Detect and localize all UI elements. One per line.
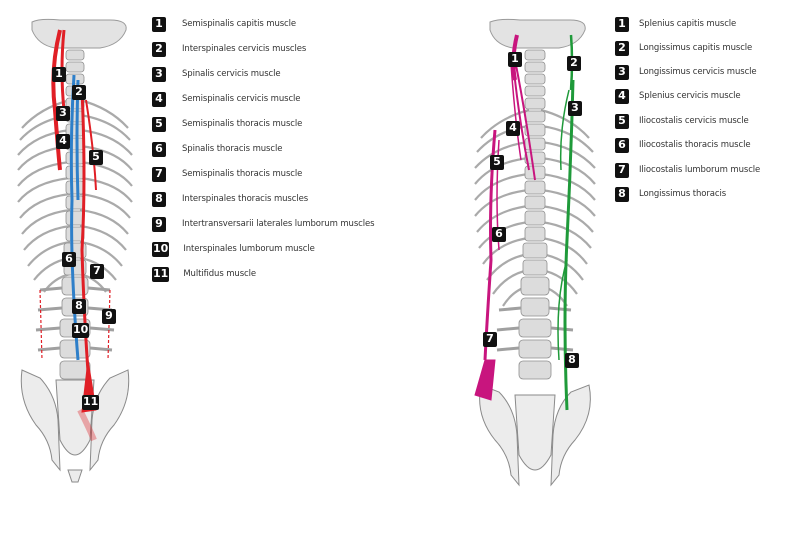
- legend-badge: 9: [152, 216, 166, 232]
- legend-badge: 2: [152, 41, 166, 57]
- legend-badge: 7: [152, 166, 166, 182]
- legend-item: 3 Longissimus cervicis muscle: [615, 64, 757, 80]
- legend-item: 11 Multifidus muscle: [152, 266, 256, 282]
- marker-2: 2: [567, 56, 581, 71]
- legend-badge: 6: [152, 141, 166, 157]
- left-spine-illustration: 1 2 3 4 5 6 7 8 9 10 11: [0, 0, 150, 490]
- lumbar-transverse-processes: [496, 306, 574, 352]
- marker-4: 4: [56, 134, 70, 149]
- legend-badge: 4: [615, 88, 629, 104]
- legend-item: 8 Longissimus thoracis: [615, 186, 726, 202]
- legend-label: Intertransversarii laterales lumborum mu…: [182, 219, 375, 229]
- legend-label: Interspinales lumborum muscle: [183, 244, 315, 254]
- left-spine-drawing: [17, 18, 133, 483]
- legend-badge: 11: [152, 266, 170, 282]
- legend-label: Splenius capitis muscle: [639, 19, 737, 29]
- marker-7: 7: [90, 264, 104, 279]
- legend-label: Longissimus thoracis: [639, 189, 727, 199]
- legend-label: Splenius cervicis muscle: [639, 91, 741, 101]
- right-spine-illustration: 1 2 3 4 5 6 7 8: [455, 0, 615, 490]
- legend-label: Semispinalis cervicis muscle: [182, 94, 301, 104]
- legend-item: 4 Splenius cervicis muscle: [615, 88, 741, 104]
- marker-5: 5: [89, 150, 103, 165]
- legend-item: 1 Splenius capitis muscle: [615, 16, 736, 32]
- legend-badge: 3: [615, 64, 629, 80]
- left-legend: 1 Semispinalis capitis muscle 2 Interspi…: [152, 16, 422, 286]
- skull-base: [31, 18, 127, 49]
- legend-item: 2 Interspinales cervicis muscles: [152, 41, 306, 57]
- legend-badge: 4: [152, 91, 166, 107]
- legend-item: 3 Spinalis cervicis muscle: [152, 66, 281, 82]
- marker-8: 8: [72, 299, 86, 314]
- legend-badge: 1: [152, 16, 166, 32]
- marker-11: 11: [82, 395, 100, 410]
- legend-badge: 7: [615, 162, 629, 178]
- legend-label: Interspinales cervicis muscles: [182, 44, 307, 54]
- legend-label: Longissimus capitis muscle: [639, 43, 753, 53]
- pelvis: [479, 384, 591, 487]
- legend-label: Iliocostalis cervicis muscle: [639, 116, 749, 126]
- vertebral-column: [518, 49, 552, 380]
- marker-5: 5: [490, 155, 504, 170]
- marker-10: 10: [72, 323, 90, 338]
- legend-label: Spinalis thoracis muscle: [182, 144, 283, 154]
- marker-9: 9: [102, 309, 116, 324]
- legend-item: 8 Interspinales thoracis muscles: [152, 191, 308, 207]
- legend-item: 5 Semispinalis thoracis muscle: [152, 116, 302, 132]
- legend-item: 7 Semispinalis thoracis muscle: [152, 166, 302, 182]
- marker-4: 4: [506, 121, 520, 136]
- legend-label: Longissimus cervicis muscle: [639, 67, 757, 77]
- legend-item: 6 Iliocostalis thoracis muscle: [615, 137, 751, 153]
- legend-item: 7 Iliocostalis lumborum muscle: [615, 162, 760, 178]
- legend-label: Semispinalis thoracis muscle: [182, 119, 303, 129]
- marker-6: 6: [62, 252, 76, 267]
- legend-badge: 5: [152, 116, 166, 132]
- legend-label: Spinalis cervicis muscle: [182, 69, 281, 79]
- legend-label: Semispinalis thoracis muscle: [182, 169, 303, 179]
- legend-badge: 1: [615, 16, 629, 32]
- marker-1: 1: [508, 52, 522, 67]
- legend-label: Iliocostalis lumborum muscle: [639, 165, 761, 175]
- legend-badge: 8: [615, 186, 629, 202]
- legend-badge: 6: [615, 137, 629, 153]
- legend-item: 5 Iliocostalis cervicis muscle: [615, 113, 749, 129]
- legend-item: 1 Semispinalis capitis muscle: [152, 16, 296, 32]
- marker-6: 6: [492, 227, 506, 242]
- lumbar-transverse-processes: [35, 286, 115, 352]
- right-legend: 1 Splenius capitis muscle 2 Longissimus …: [615, 16, 800, 206]
- marker-7: 7: [483, 332, 497, 347]
- legend-badge: 8: [152, 191, 166, 207]
- marker-8: 8: [565, 353, 579, 368]
- legend-label: Interspinales thoracis muscles: [182, 194, 309, 204]
- legend-item: 10 Interspinales lumborum muscle: [152, 241, 315, 257]
- legend-badge: 3: [152, 66, 166, 82]
- legend-item: 9 Intertransversarii laterales lumborum …: [152, 216, 375, 232]
- legend-badge: 2: [615, 40, 629, 56]
- right-spine-drawing: [474, 18, 596, 487]
- marker-3: 3: [56, 106, 70, 121]
- legend-label: Iliocostalis thoracis muscle: [639, 140, 751, 150]
- legend-label: Multifidus muscle: [183, 269, 257, 279]
- legend-badge: 10: [152, 241, 170, 257]
- legend-item: 6 Spinalis thoracis muscle: [152, 141, 282, 157]
- legend-item: 2 Longissimus capitis muscle: [615, 40, 752, 56]
- marker-3: 3: [568, 101, 582, 116]
- marker-1: 1: [52, 67, 66, 82]
- marker-2: 2: [72, 85, 86, 100]
- legend-badge: 5: [615, 113, 629, 129]
- legend-item: 4 Semispinalis cervicis muscle: [152, 91, 301, 107]
- legend-label: Semispinalis capitis muscle: [182, 19, 297, 29]
- pelvis: [20, 369, 130, 483]
